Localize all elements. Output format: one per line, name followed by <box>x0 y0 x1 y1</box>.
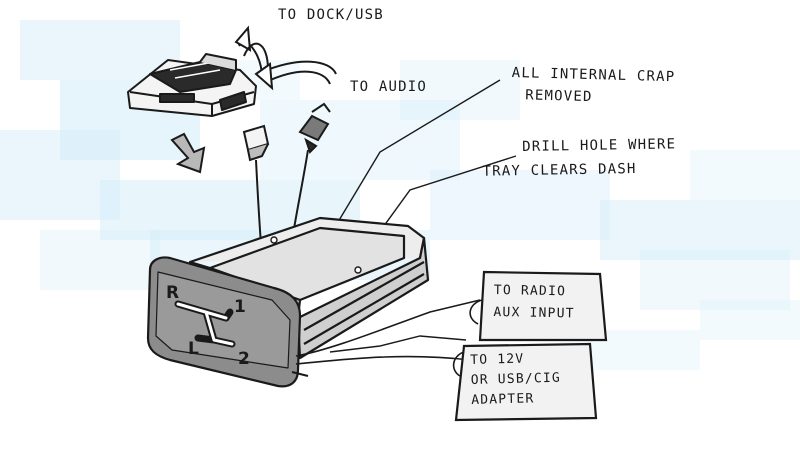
tray-box <box>146 216 481 388</box>
label-internal-removed: ALL INTERNAL CRAP REMOVED <box>511 64 676 108</box>
label-drill-line2: TRAY CLEARS DASH <box>482 161 637 180</box>
label-power-line2: OR USB/CIG <box>470 370 562 388</box>
radio-box <box>469 270 608 342</box>
shifter-letters: R 1 L 2 <box>166 283 250 369</box>
label-internal-line1: ALL INTERNAL CRAP <box>511 64 676 86</box>
label-radio-line1: TO RADIO <box>493 282 567 300</box>
shifter-one: 1 <box>234 297 246 317</box>
label-to-audio: TO AUDIO <box>350 78 427 96</box>
background-blocks <box>0 20 800 370</box>
power-box <box>452 342 598 422</box>
shifter-two: 2 <box>238 349 250 369</box>
label-radio-line2: AUX INPUT <box>493 304 575 322</box>
label-power: TO 12V OR USB/CIG ADAPTER <box>470 350 562 410</box>
shifter-low: L <box>188 339 199 359</box>
label-power-line1: TO 12V <box>470 351 525 368</box>
label-radio-aux: TO RADIO AUX INPUT <box>493 282 575 323</box>
dock-arrow <box>234 25 269 79</box>
label-to-audio-text: TO AUDIO <box>350 79 428 95</box>
shifter-reverse: R <box>166 283 179 303</box>
label-to-dock-usb-text: TO DOCK/USB <box>278 7 384 23</box>
label-to-dock-usb: TO DOCK/USB <box>278 6 384 24</box>
audio-arrow <box>254 60 337 91</box>
label-drill-line1: DRILL HOLE WHERE <box>522 136 677 155</box>
down-arrow <box>170 132 206 174</box>
label-drill-hole: DRILL HOLE WHERE TRAY CLEARS DASH <box>482 135 677 180</box>
dock-device <box>127 53 257 117</box>
label-power-line3: ADAPTER <box>471 391 535 408</box>
